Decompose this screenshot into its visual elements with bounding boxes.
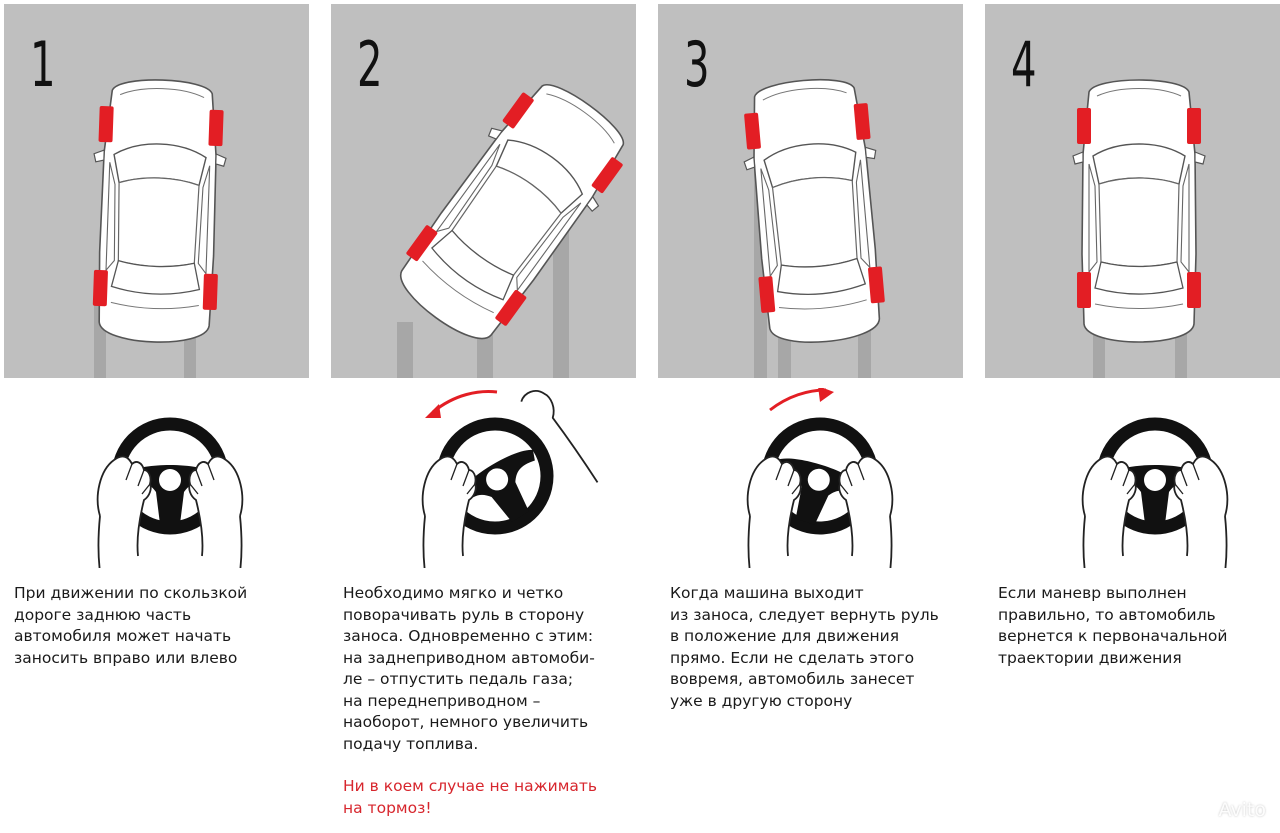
step-3-caption: Когда машина выходит из заноса, следует … (670, 584, 939, 710)
car-top-view (1072, 79, 1206, 343)
step-4-steering-wheel-icon (1081, 388, 1229, 568)
brake-warning: Ни в коем случае не нажимать на тормоз! (343, 777, 598, 817)
step-number: 3 (684, 28, 710, 101)
step-3-scene-panel: 3 (658, 4, 963, 378)
avito-watermark: Avito (1188, 799, 1266, 821)
step-3-steering-wheel-icon (746, 388, 894, 568)
step-4-car-illustration (1072, 79, 1206, 378)
avito-logo-icon (1188, 800, 1212, 820)
watermark-text: Avito (1218, 799, 1266, 821)
rotate-left-arrow-icon (432, 390, 498, 414)
step-3-car-illustration (736, 73, 893, 378)
car-top-view (381, 65, 636, 358)
step-1-car-illustration (86, 76, 230, 378)
step-2-caption: Необходимо мягко и четко поворачивать ру… (343, 584, 595, 753)
car-top-view (86, 76, 230, 346)
tire-track (397, 322, 413, 378)
arrow-head (818, 388, 834, 402)
rotate-right-arrow-icon (769, 388, 827, 412)
step-number: 4 (1011, 28, 1037, 101)
step-4-scene-panel: 4 (985, 4, 1280, 378)
step-1-scene-panel: 1 (4, 4, 309, 378)
step-number: 2 (357, 28, 383, 101)
step-2-car-illustration (381, 65, 636, 378)
step-4-caption: Если маневр выполнен правильно, то автом… (998, 584, 1228, 667)
arrow-head (425, 404, 441, 418)
hand-icon (520, 390, 599, 483)
step-1-caption: При движении по скользкой дороге заднюю … (14, 584, 248, 667)
step-2-scene-panel: 2 (331, 4, 636, 378)
step-number: 1 (30, 28, 56, 101)
step-2-steering-wheel-icon (385, 390, 599, 568)
step-1-steering-wheel-icon (96, 388, 244, 568)
